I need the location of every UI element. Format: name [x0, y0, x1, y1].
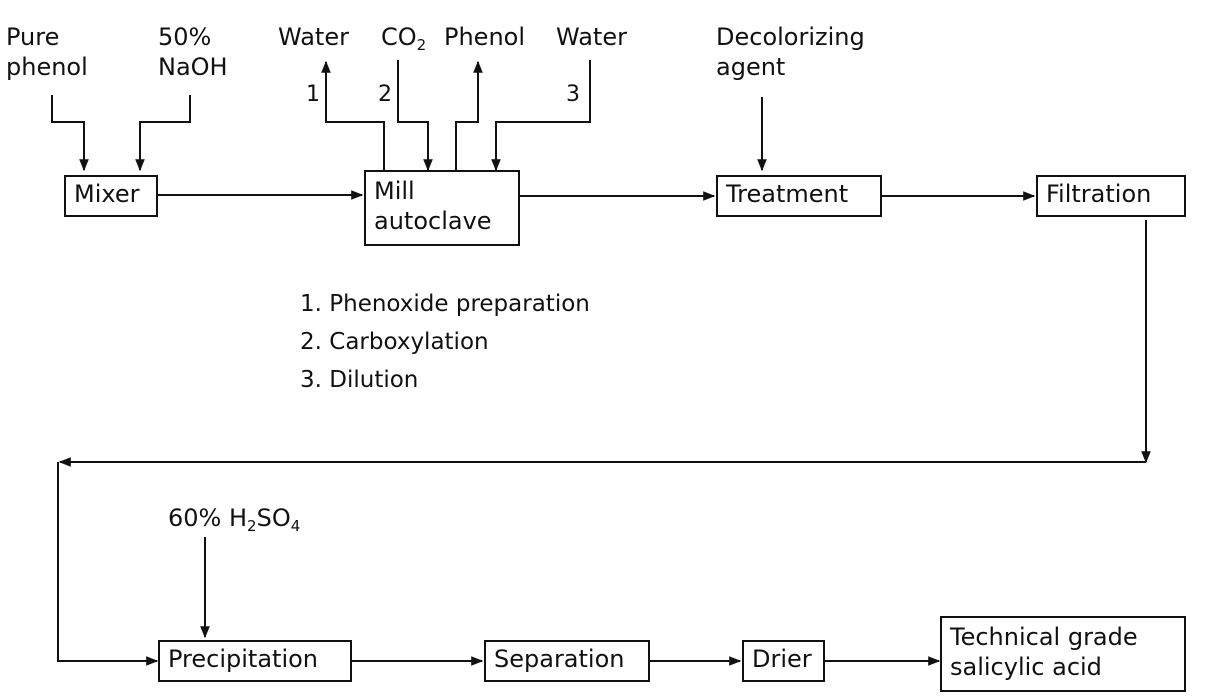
line-phenol-out: [455, 60, 483, 170]
line-water-in: [491, 60, 591, 172]
box-product: Technical grade salicylic acid: [940, 616, 1186, 692]
line-water-out: [321, 60, 385, 170]
box-mixer: Mixer: [64, 175, 158, 217]
label-phenol-out: Phenol: [444, 23, 526, 51]
stream-number-3: 3: [566, 82, 580, 107]
line-to-precipitation: [57, 462, 159, 666]
box-separation: Separation: [484, 640, 650, 682]
line-phenol-to-mixer: [51, 95, 89, 172]
box-mill-autoclave: Mill autoclave: [364, 170, 520, 246]
stream-number-1: 1: [306, 82, 320, 107]
box-filtration: Filtration: [1036, 175, 1186, 217]
step-list: 1. Phenoxide preparation 2. Carboxylatio…: [300, 285, 590, 399]
label-decolorizing-agent: Decolorizing agent: [716, 23, 865, 81]
label-naoh: 50% NaOH: [158, 23, 228, 81]
box-treatment: Treatment: [716, 175, 882, 217]
label-co2: CO2: [381, 23, 427, 54]
line-co2-in: [397, 60, 433, 172]
box-precipitation: Precipitation: [158, 640, 352, 682]
stream-number-2: 2: [378, 82, 392, 107]
label-pure-phenol: Pure phenol: [6, 23, 88, 81]
step-item: 1. Phenoxide preparation: [300, 291, 590, 317]
box-drier: Drier: [742, 640, 825, 682]
step-item: 2. Carboxylation: [300, 329, 489, 355]
line-naoh-to-mixer: [135, 95, 191, 172]
label-water-in: Water: [556, 23, 627, 51]
step-item: 3. Dilution: [300, 367, 419, 393]
label-sulfuric-acid: 60% H2SO4: [168, 504, 301, 535]
label-water-out: Water: [278, 23, 349, 51]
